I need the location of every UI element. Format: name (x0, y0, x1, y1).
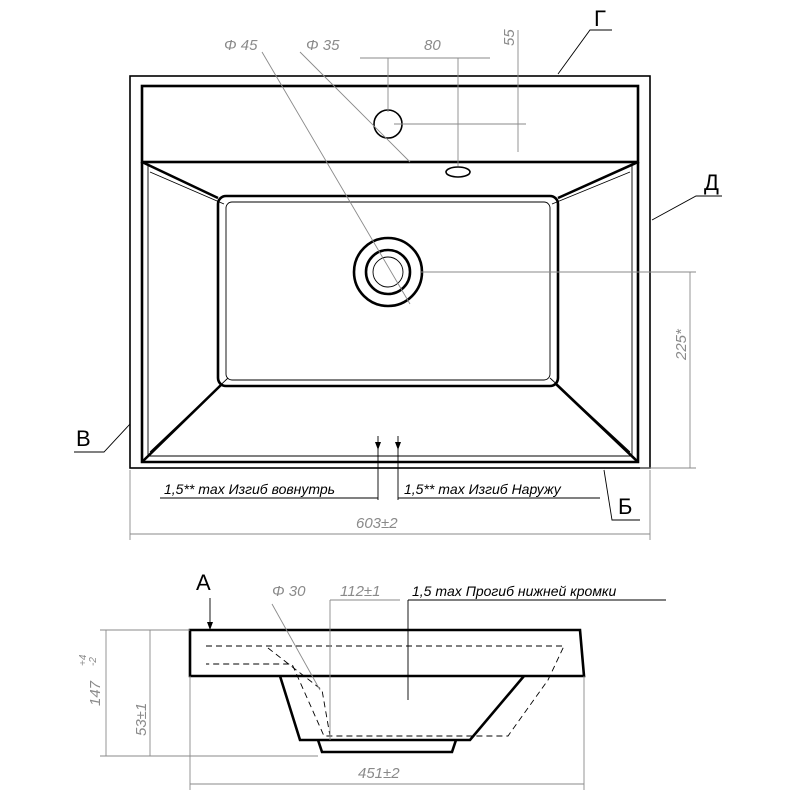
label-dim80: 80 (424, 37, 441, 54)
leader-G (557, 29, 612, 75)
side-view (188, 628, 586, 754)
label-d45: Φ 45 (224, 37, 258, 54)
bowl-slopes (141, 160, 639, 463)
bowl-slopes-inner (149, 171, 631, 453)
side-drain-foot (316, 739, 458, 754)
note-outward: 1,5** max Изгиб Наружу (404, 481, 562, 497)
note-bottom-edge: 1,5 max Прогиб нижней кромки (412, 583, 617, 599)
drain-ring (364, 248, 412, 296)
label-dim55: 55 (501, 29, 518, 46)
label-view-A: А (196, 570, 211, 595)
drain-outer (352, 236, 424, 308)
side-inner-hidden (206, 645, 565, 737)
bend-arrows (375, 442, 401, 450)
arrow-A (207, 622, 213, 630)
top-view-labels: Φ 45 Φ 35 80 55 Г Д В Б 225* 1,5** max И… (76, 6, 719, 532)
label-dim225: 225* (673, 328, 690, 361)
label-dim112: 112±1 (340, 583, 381, 600)
note-inward: 1,5** max Изгиб вовнутрь (164, 481, 335, 497)
label-view-V: В (76, 426, 91, 451)
label-view-D: Д (704, 170, 719, 195)
label-d35: Φ 35 (306, 37, 340, 54)
d45-leader (261, 51, 411, 305)
leader-D (651, 195, 722, 221)
leader-B (603, 469, 640, 521)
label-d30: Φ 30 (272, 583, 306, 600)
overflow-hole (445, 166, 471, 178)
back-shelf (140, 84, 640, 164)
label-height147-tol-minus: -2 (88, 657, 99, 666)
label-view-B: Б (618, 494, 632, 519)
side-view-dimensions (100, 598, 666, 790)
bowl-rim (140, 162, 640, 464)
side-view-labels: А Φ 30 112±1 1,5 max Прогиб нижней кромк… (78, 570, 617, 782)
side-bowl (278, 675, 525, 742)
label-view-G: Г (594, 6, 606, 31)
top-view (129, 75, 651, 469)
label-depth: 451±2 (358, 765, 400, 782)
drain-hole (372, 256, 404, 288)
label-height147-tol-plus: +4 (78, 654, 89, 666)
bowl-bottom-inner (225, 201, 551, 381)
top-view-dimensions (74, 29, 722, 540)
leader-V (74, 423, 131, 453)
d35-leader (299, 51, 411, 163)
label-width: 603±2 (356, 515, 398, 532)
side-overflow-hidden (267, 647, 331, 737)
bowl-rim-inner (147, 166, 633, 457)
d30-leader (271, 603, 321, 691)
label-dim53: 53±1 (133, 703, 150, 736)
side-top-slab (188, 628, 586, 678)
label-height147: 147 (87, 680, 104, 706)
bowl-bottom (216, 194, 560, 388)
